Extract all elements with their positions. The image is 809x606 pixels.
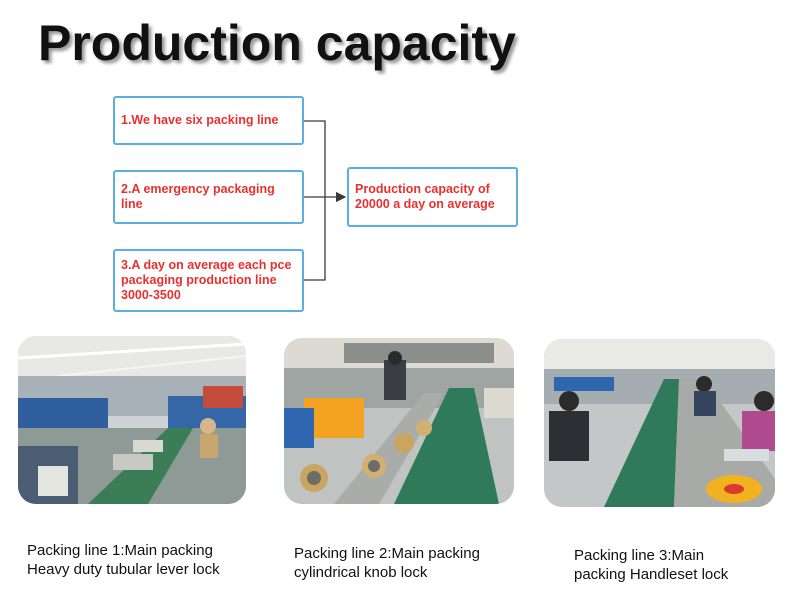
flow-box-result-text: Production capacity of 20000 a day on av…: [355, 182, 495, 211]
connector-line-bottom: [304, 197, 326, 281]
flow-box-packing-lines-text: 1.We have six packing line: [121, 113, 279, 127]
flow-box-emergency-line: 2.A emergency packaging line: [113, 170, 304, 224]
caption-line: Heavy duty tubular lever lock: [27, 561, 220, 578]
packing-line-2-caption: Packing line 2:Main packing cylindrical …: [294, 544, 480, 582]
connector-line-top: [304, 120, 326, 197]
packing-line-3-caption: Packing line 3:Main packing Handleset lo…: [574, 546, 728, 584]
caption-line: Packing line 2:Main packing: [294, 545, 480, 562]
flow-box-daily-average: 3.A day on average each pce packaging pr…: [113, 249, 304, 312]
caption-line: cylindrical knob lock: [294, 564, 428, 581]
flow-box-daily-average-text: 3.A day on average each pce packaging pr…: [121, 258, 292, 302]
packing-line-3-photo: [544, 339, 775, 507]
packing-line-2-photo: [284, 338, 514, 504]
page-title: Production capacity: [38, 15, 516, 71]
packing-line-1-photo: [18, 336, 246, 504]
flow-box-result: Production capacity of 20000 a day on av…: [347, 167, 518, 227]
caption-line: packing Handleset lock: [574, 566, 729, 583]
flow-box-emergency-line-text: 2.A emergency packaging line: [121, 182, 275, 211]
caption-line: Packing line 3:Main: [574, 547, 705, 564]
caption-line: Packing line 1:Main packing: [27, 542, 213, 559]
flow-box-packing-lines: 1.We have six packing line: [113, 96, 304, 145]
packing-line-1-caption: Packing line 1:Main packing Heavy duty t…: [27, 541, 220, 579]
